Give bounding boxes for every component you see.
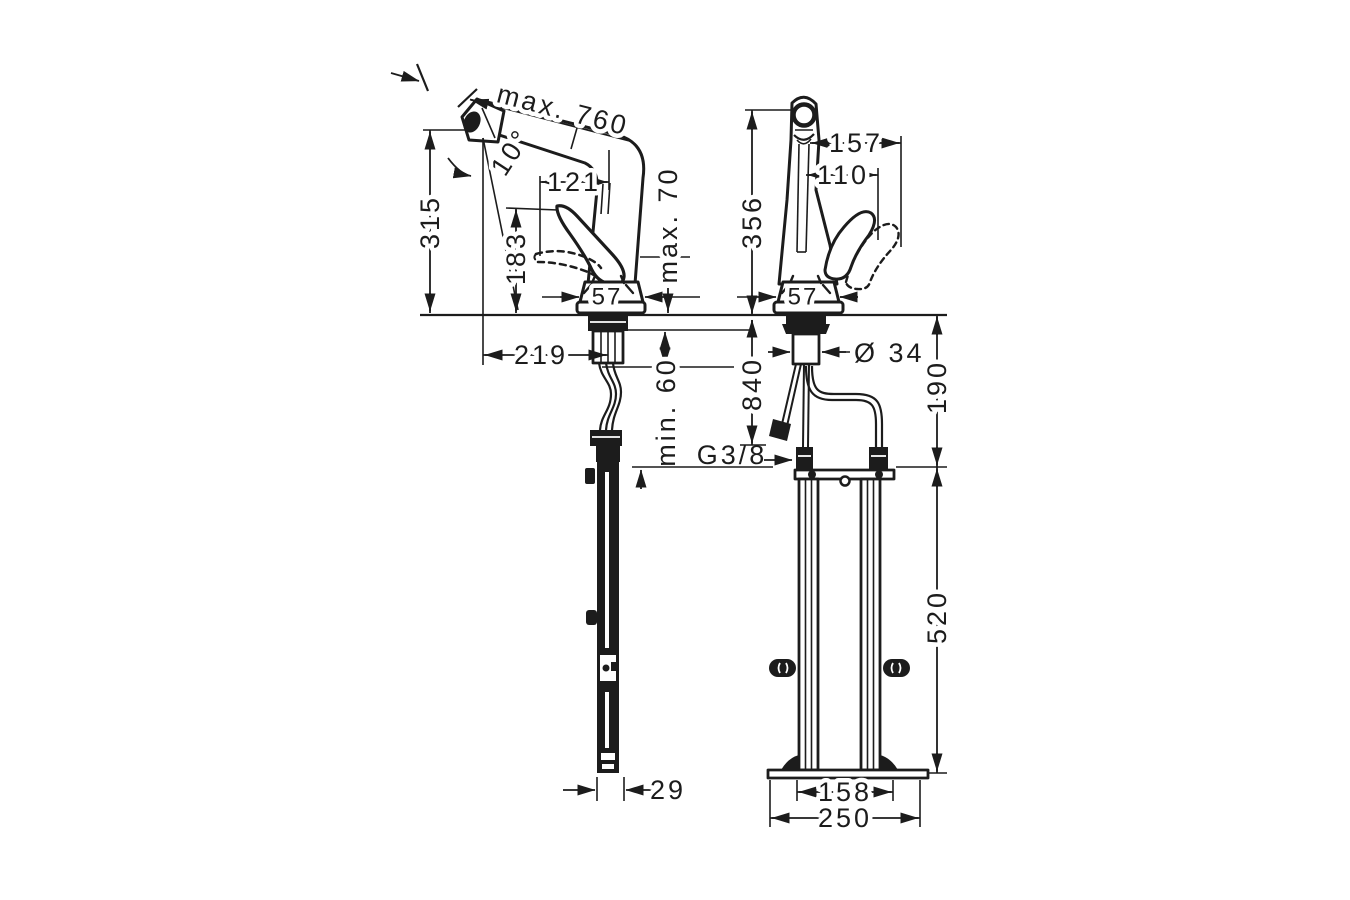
sbox-foot-left	[781, 755, 799, 770]
dim-121: 121	[539, 150, 610, 256]
spray-nozzle	[463, 111, 481, 133]
dim-57-left-label: 57	[592, 284, 623, 311]
sbox-bolt-right	[875, 470, 883, 479]
dim-158: 158	[796, 773, 894, 812]
pipe-highlight-lower	[605, 692, 609, 748]
spray-face-arc-1	[793, 133, 815, 141]
handle-lever-alt-position-2	[536, 260, 602, 283]
dim-840: 840	[733, 319, 772, 446]
handle-alt-tip	[533, 253, 539, 263]
pipe-end-mark-2	[602, 764, 614, 769]
dim-183-label: 183	[501, 231, 531, 285]
dim-190-label: 190	[922, 360, 952, 414]
datum-tick	[415, 63, 430, 92]
dim-57-left: 57	[542, 279, 700, 315]
datum-arrow	[390, 70, 420, 82]
dim-190: 190	[896, 315, 957, 468]
sbox-right-rail	[859, 477, 882, 772]
clip-mark	[785, 662, 789, 674]
dim-356-label: 356	[737, 195, 767, 249]
pipe-highlight-upper	[605, 472, 609, 648]
dim-dia-34: Ø 34	[768, 334, 926, 373]
dim-219: 219	[483, 336, 608, 375]
clip-mark	[898, 662, 902, 674]
dim-250-label: 250	[818, 803, 872, 833]
hose-center-connector	[796, 447, 813, 471]
coupling-dot	[602, 664, 610, 672]
spray-head-front	[791, 102, 817, 128]
hose-fitting-lower	[596, 446, 620, 462]
right-view-faucet	[766, 95, 930, 780]
dim-250: 250	[769, 780, 921, 838]
front-seam-1	[796, 143, 800, 253]
coupling-block	[611, 662, 616, 671]
sbox-foot-right	[880, 755, 898, 770]
front-seam-2	[805, 143, 810, 253]
dim-157-label: 157	[829, 128, 883, 158]
dim-dia-34-label: Ø 34	[854, 338, 925, 368]
select-sparkle-marks-front	[780, 274, 832, 295]
handle-front-alt-position	[844, 222, 900, 291]
sbox-base-plate	[766, 768, 930, 780]
connection-hoses	[597, 362, 623, 431]
shank-front	[791, 332, 821, 366]
dim-315-label: 315	[415, 195, 445, 249]
dim-29-label: 29	[650, 775, 686, 805]
dim-110: 110	[806, 156, 879, 240]
dim-110-label: 110	[817, 160, 869, 190]
pipe-side-tab-lower	[586, 610, 597, 625]
dim-520: 520	[918, 467, 957, 774]
dim-121-label: 121	[547, 167, 601, 197]
dim-183: 183	[497, 207, 559, 313]
spray-head-line	[481, 107, 496, 139]
flange-front	[786, 315, 826, 324]
pipe-side-tab-upper	[585, 468, 595, 484]
dim-356: 356	[733, 109, 791, 315]
clip-mark	[777, 662, 781, 674]
clip-mark	[890, 662, 894, 674]
dim-219-label: 219	[514, 340, 568, 370]
dim-315: 315	[411, 129, 466, 313]
dimension-layer: max. 760 10° 315 121	[390, 63, 957, 838]
sbox-bolt-left	[808, 470, 816, 479]
pullout-hose-loop	[804, 365, 884, 448]
sbox-clip-right	[883, 659, 910, 677]
dim-158-label: 158	[818, 777, 872, 807]
hose-left-angled	[781, 363, 802, 427]
hose-fitting-upper	[590, 430, 622, 446]
dim-max-70-label: max. 70	[653, 166, 683, 283]
left-view-faucet	[460, 97, 647, 773]
hose-left-connector	[769, 419, 791, 441]
dim-157: 157	[810, 124, 902, 247]
base-flange	[575, 300, 647, 315]
column-seam-1	[600, 183, 604, 215]
sbox-hole	[839, 475, 851, 487]
hose-loop-connector	[869, 447, 888, 471]
base-flange-front	[772, 300, 845, 315]
spray-face-arc-2	[796, 138, 812, 145]
handle-lever-alt-position	[534, 249, 603, 270]
pipe-end-mark-1	[601, 753, 615, 760]
dim-max-70: max. 70	[640, 162, 690, 313]
hose-center	[802, 363, 810, 448]
dim-840-label: 840	[737, 357, 767, 411]
dim-57-right-label: 57	[788, 284, 819, 311]
dim-57-right: 57	[737, 279, 858, 315]
sbox-left-rail	[797, 477, 820, 772]
dim-520-label: 520	[922, 590, 952, 644]
flange-cone	[782, 324, 830, 334]
mounting-flange	[588, 315, 628, 331]
spout-seam	[570, 120, 580, 150]
select-sparkle-marks	[582, 274, 635, 295]
dim-min-60: min. 60	[647, 331, 686, 471]
sbox-clip-left	[769, 659, 796, 677]
dim-min-60-label: min. 60	[651, 357, 681, 467]
dim-29: 29	[563, 771, 688, 810]
